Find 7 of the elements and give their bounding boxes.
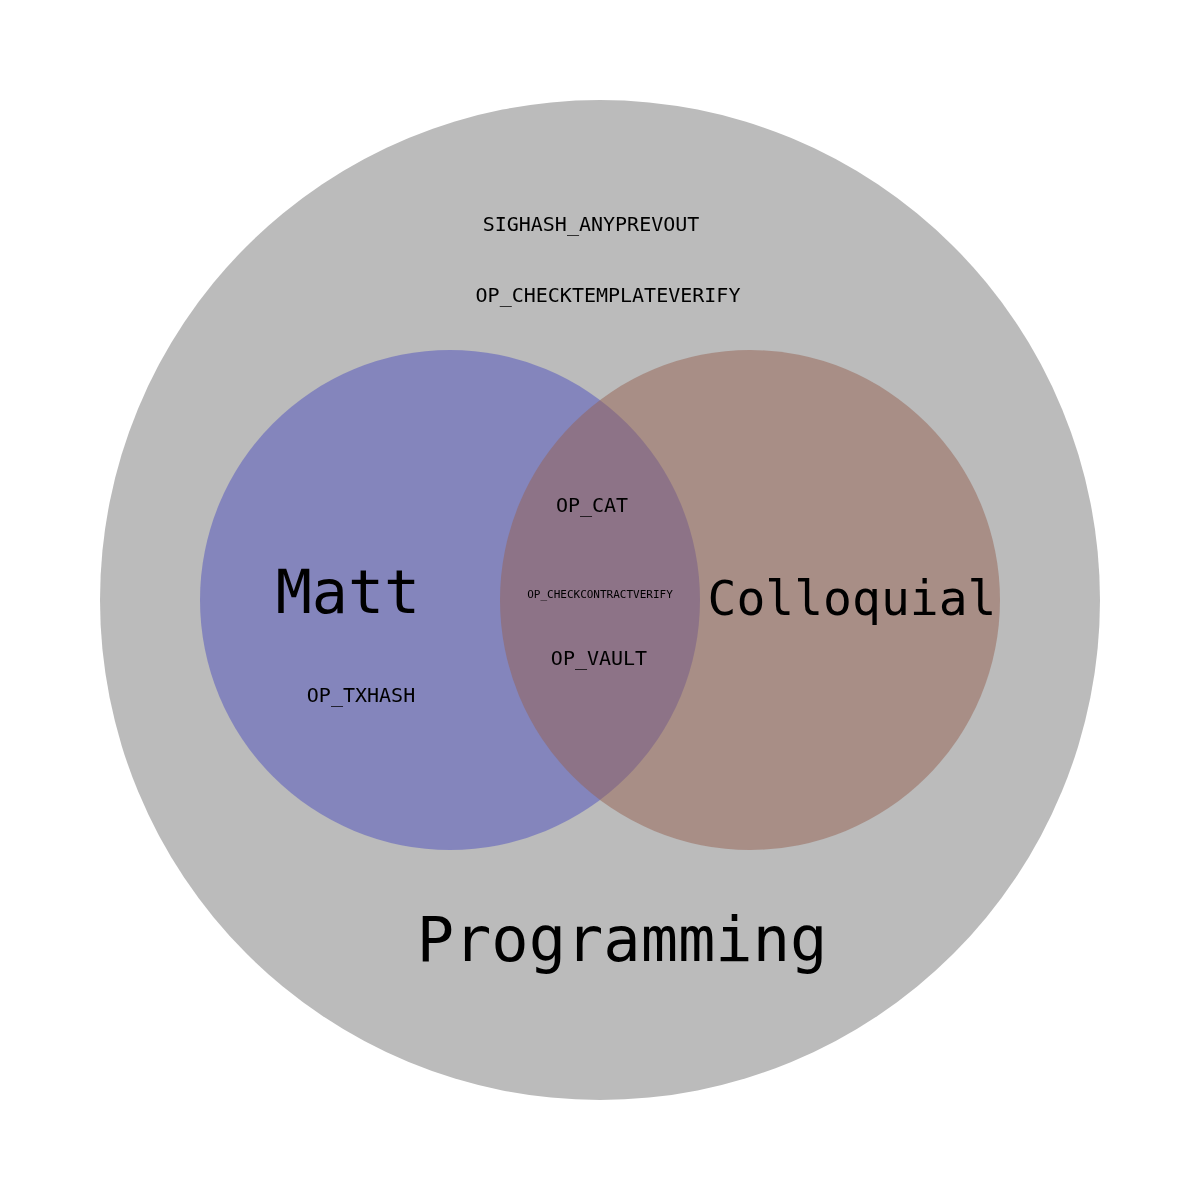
set-item: SIGHASH_ANYPREVOUT [482, 214, 700, 234]
overlap-item: OP_CAT [555, 495, 629, 515]
set-item: OP_TXHASH [306, 685, 416, 705]
overlap-item: OP_CHECKCONTRACTVERIFY [527, 588, 673, 600]
set-title: Matt [275, 562, 421, 622]
set-item: OP_CHECKTEMPLATEVERIFY [475, 285, 741, 305]
overlap-item: OP_VAULT [550, 648, 648, 668]
